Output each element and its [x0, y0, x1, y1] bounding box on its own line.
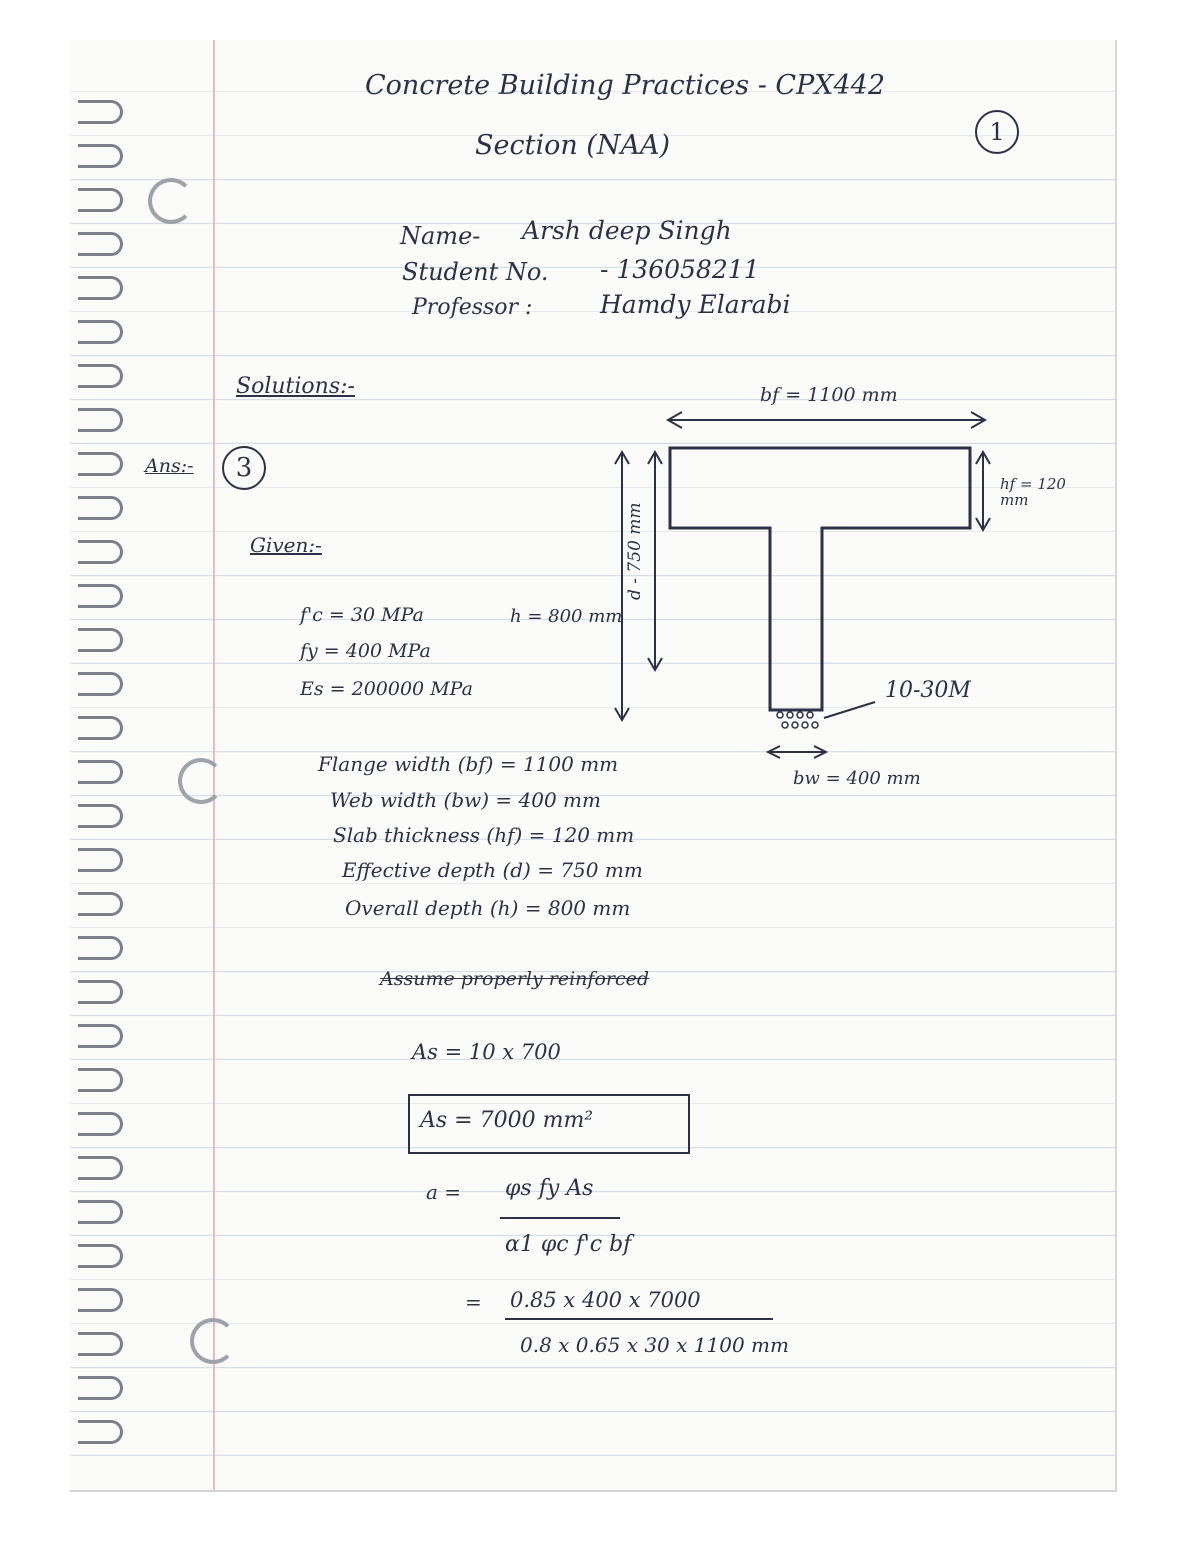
rebar-label: 10-30M [885, 678, 971, 703]
ring [78, 804, 123, 828]
flange-width-line: Flange width (bf) = 1100 mm [318, 752, 619, 776]
ring [78, 100, 123, 124]
d-label: d - 750 mm [625, 502, 645, 600]
answer-number: 3 [222, 446, 266, 490]
ring [78, 276, 123, 300]
ring [78, 716, 123, 740]
ring [78, 1112, 123, 1136]
ring [78, 628, 123, 652]
given-heading: Given:- [250, 533, 322, 557]
a-label: a = [426, 1180, 462, 1204]
assume-line: Assume properly reinforced [380, 968, 650, 990]
ring [78, 584, 123, 608]
answer-label: Ans:- [145, 455, 194, 477]
ring [78, 672, 123, 696]
ring [78, 144, 123, 168]
a-formula-numerator: φs fy As [505, 1176, 594, 1201]
ring [78, 1376, 123, 1400]
name-label: Name- [400, 222, 481, 250]
notebook-page [70, 40, 1117, 1492]
t-section-outline [668, 446, 972, 712]
ring [78, 1200, 123, 1224]
professor-value: Hamdy Elarabi [600, 290, 791, 319]
punch-hole-icon [148, 178, 194, 224]
ring [78, 1068, 123, 1092]
given-h: h = 800 mm [510, 606, 623, 627]
t-beam-diagram [614, 411, 991, 759]
page-title: Concrete Building Practices - CPX442 [365, 70, 886, 101]
given-es: Es = 200000 MPa [300, 678, 473, 700]
ring [78, 408, 123, 432]
effective-depth-line: Effective depth (d) = 750 mm [342, 858, 643, 882]
bf-label: bf = 1100 mm [760, 384, 898, 406]
ring [78, 980, 123, 1004]
as-result-box [408, 1094, 690, 1154]
given-fy: fy = 400 MPa [300, 640, 431, 662]
fraction-bar [505, 1318, 773, 1320]
rebar-group [776, 711, 819, 729]
ring [78, 232, 123, 256]
ring [78, 760, 123, 784]
student-label: Student No. [402, 258, 549, 286]
solutions-heading: Solutions:- [236, 374, 355, 399]
ring [78, 496, 123, 520]
professor-label: Professor : [412, 295, 533, 320]
punch-hole-icon [190, 1318, 236, 1364]
as-calculation: As = 10 x 700 [412, 1040, 561, 1064]
substitution-numerator: 0.85 x 400 x 7000 [510, 1288, 701, 1312]
ring [78, 1156, 123, 1180]
slab-thickness-line: Slab thickness (hf) = 120 mm [333, 823, 635, 847]
ring [78, 452, 123, 476]
student-value: - 136058211 [600, 255, 760, 284]
ring [78, 936, 123, 960]
substitution-denominator: 0.8 x 0.65 x 30 x 1100 mm [520, 1333, 789, 1357]
as-result: As = 7000 mm² [420, 1108, 594, 1133]
ring [78, 1244, 123, 1268]
punch-hole-icon [178, 758, 224, 804]
rebar-leader-line [823, 701, 876, 719]
ring [78, 892, 123, 916]
ring [78, 1024, 123, 1048]
ring [78, 188, 123, 212]
hf-label: hf = 120 mm [1000, 475, 1066, 509]
given-fc: f'c = 30 MPa [300, 604, 424, 626]
equals-sign: = [465, 1290, 482, 1314]
page-number: 1 [975, 110, 1019, 154]
overall-depth-line: Overall depth (h) = 800 mm [345, 896, 631, 920]
bw-label: bw = 400 mm [793, 768, 921, 789]
ring [78, 848, 123, 872]
ring [78, 364, 123, 388]
ring [78, 320, 123, 344]
a-formula-denominator: α1 φc f'c bf [505, 1232, 632, 1257]
section-label: Section (NAA) [475, 130, 670, 161]
ring [78, 1420, 123, 1444]
ring [78, 1288, 123, 1312]
web-width-line: Web width (bw) = 400 mm [330, 788, 601, 812]
ring [78, 540, 123, 564]
name-value: Arsh deep Singh [522, 216, 732, 245]
fraction-bar [500, 1217, 620, 1219]
spiral-binding [78, 80, 138, 1480]
ring [78, 1332, 123, 1356]
